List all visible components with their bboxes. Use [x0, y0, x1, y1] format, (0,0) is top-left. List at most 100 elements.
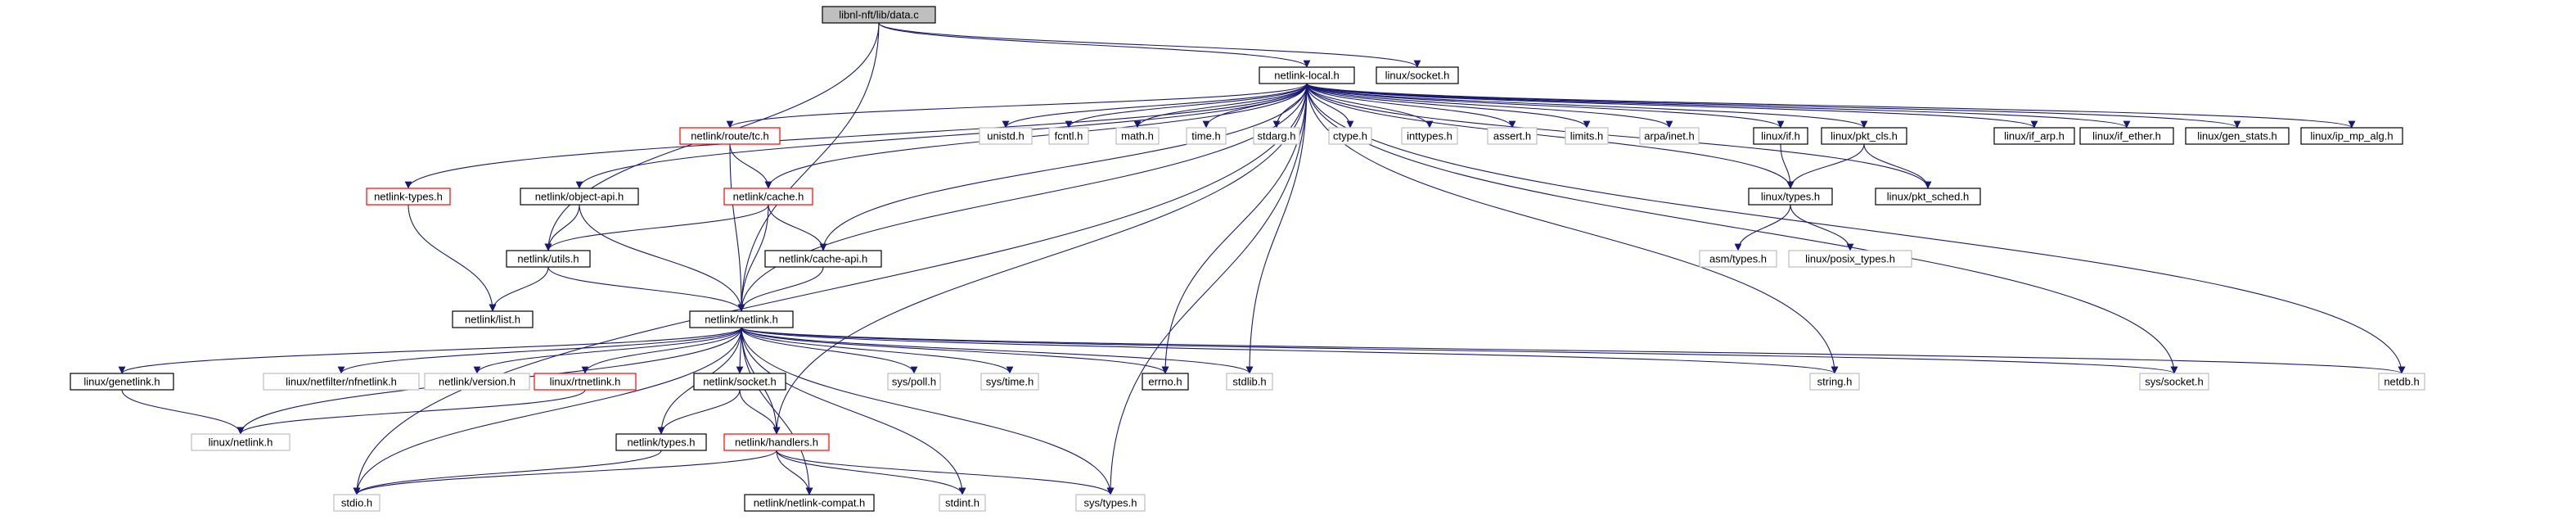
node-linux-if[interactable]: linux/if.h: [1753, 127, 1808, 145]
edge-netlink_local-to-ctype: [1306, 83, 1354, 129]
node-errno[interactable]: errno.h: [1142, 373, 1189, 391]
node-stdio: stdio.h: [333, 494, 381, 512]
node-label: sys/poll.h: [892, 375, 936, 387]
edge-netlink_local-to-netlink_object_api: [575, 83, 1308, 189]
node-string: string.h: [1809, 373, 1860, 391]
node-netlink-netlink[interactable]: netlink/netlink.h: [689, 310, 794, 328]
edge-netlink_local-to-sys_socket: [1306, 83, 2178, 374]
node-linux-socket[interactable]: linux/socket.h: [1376, 66, 1459, 84]
edge-netlink_local-to-arpa_inet: [1306, 83, 1673, 129]
edge-netlink_local-to-stdio: [353, 83, 1308, 495]
edge-netlink_netlink-to-linux_rtnetlink: [581, 327, 742, 374]
node-linux-rtnetlink[interactable]: linux/rtnetlink.h: [534, 373, 637, 391]
edge-netlink_local-to-string: [1306, 83, 1839, 374]
node-box: [1115, 127, 1160, 145]
edge-netlink_netlink-to-stdint: [741, 327, 966, 495]
node-netlink-version: netlink/version.h: [424, 373, 530, 391]
edge-netlink_local-to-linux_pkt_sched: [1306, 83, 1932, 189]
edge-netlink_local-to-limits: [1306, 83, 1591, 129]
node-label: netlink/netlink-compat.h: [754, 496, 866, 509]
node-label: string.h: [1817, 375, 1853, 387]
node-label: linux/netfilter/nfnetlink.h: [286, 375, 397, 387]
node-linux-pkt-cls[interactable]: linux/pkt_cls.h: [1821, 127, 1907, 145]
node-label: libnl-nft/lib/data.c: [839, 8, 919, 20]
node-box: [1565, 127, 1609, 145]
node-box: [693, 373, 786, 391]
node-box: [1142, 373, 1189, 391]
node-netlink-types-h[interactable]: netlink/types.h: [615, 433, 707, 451]
node-netlink-types[interactable]: netlink-types.h: [366, 188, 451, 206]
edge-netlink_local-to-netlink_cache: [764, 83, 1308, 189]
edge-netlink_local-to-netlink_route_tc: [726, 83, 1308, 129]
edge-netlink_local-to-math: [1133, 83, 1308, 129]
node-data-c[interactable]: libnl-nft/lib/data.c: [822, 6, 936, 24]
node-netlink-cache-api[interactable]: netlink/cache-api.h: [764, 250, 882, 268]
edge-netlink_local-to-linux_pkt_cls: [1306, 83, 1868, 129]
edge-netlink_local-to-linux_if_arp: [1306, 83, 2038, 129]
node-box: [723, 433, 830, 451]
edge-netlink_utils-to-netlink_list: [489, 266, 549, 312]
edge-linux_rtnetlink-to-linux_netlink: [236, 389, 586, 435]
node-netlink-handlers[interactable]: netlink/handlers.h: [723, 433, 830, 451]
edge-netlink_local-to-assert: [1306, 83, 1516, 129]
node-box: [1376, 66, 1459, 84]
node-sys-poll: sys/poll.h: [887, 373, 941, 391]
edge-netlink_route_tc-to-netlink_cache: [729, 143, 772, 189]
node-fcntl: fcntl.h: [1048, 127, 1089, 145]
edge-netlink_local-to-errno: [1161, 83, 1308, 374]
node-label: stdio.h: [341, 496, 372, 509]
node-box: [615, 433, 707, 451]
edge-netlink_cache-to-netlink_utils: [544, 204, 769, 251]
node-label: linux/genetlink.h: [83, 375, 160, 387]
node-linux-if-ether[interactable]: linux/if_ether.h: [2079, 127, 2174, 145]
edge-linux_types-to-linux_posix_types: [1790, 204, 1854, 251]
node-netlink-cache[interactable]: netlink/cache.h: [723, 188, 813, 206]
node-label: netlink/socket.h: [703, 375, 777, 387]
node-netlink-route-tc[interactable]: netlink/route/tc.h: [679, 127, 781, 145]
node-netlink-list[interactable]: netlink/list.h: [452, 310, 534, 328]
node-netlink-utils[interactable]: netlink/utils.h: [506, 250, 591, 268]
node-box: [1487, 127, 1538, 145]
edge-netlink_netlink-to-linux_genetlink: [118, 327, 742, 374]
node-linux-gen-stats[interactable]: linux/gen_stats.h: [2185, 127, 2290, 145]
node-label: asm/types.h: [1709, 252, 1767, 265]
edge-netlink_netlink-to-sys_types: [741, 327, 1115, 495]
edge-netlink_local-to-linux_gen_stats: [1306, 83, 2241, 129]
node-label: linux/pkt_sched.h: [1887, 190, 1969, 202]
node-label: math.h: [1121, 129, 1154, 142]
node-netlink-local[interactable]: netlink-local.h: [1259, 66, 1355, 84]
node-box: [2139, 373, 2209, 391]
edges-layer: [118, 22, 2406, 495]
node-label: linux/netlink.h: [209, 436, 273, 448]
node-label: netlink-local.h: [1274, 69, 1340, 81]
edge-netlink_netlink-to-sys_time: [741, 327, 1014, 374]
node-box: [679, 127, 781, 145]
node-stdint: stdint.h: [939, 494, 986, 512]
node-netlink-object-api[interactable]: netlink/object-api.h: [520, 188, 639, 206]
node-label: stdarg.h: [1258, 129, 1296, 142]
node-box: [1075, 494, 1146, 512]
node-limits: limits.h: [1565, 127, 1609, 145]
node-inttypes: inttypes.h: [1401, 127, 1458, 145]
node-label: netlink/netlink.h: [705, 313, 778, 325]
edge-netlink_types-to-netlink_list: [408, 204, 497, 312]
node-netlink-netlink-compat[interactable]: netlink/netlink-compat.h: [744, 494, 875, 512]
node-netlink-socket[interactable]: netlink/socket.h: [693, 373, 786, 391]
edge-netlink_netlink-to-errno: [741, 327, 1169, 374]
node-label: arpa/inet.h: [1644, 129, 1694, 142]
edge-netlink_local-to-netlink_types: [404, 83, 1308, 189]
node-label: linux/gen_stats.h: [2197, 129, 2277, 142]
node-linux-types[interactable]: linux/types.h: [1748, 188, 1833, 206]
node-box: [1253, 127, 1300, 145]
node-box: [1639, 127, 1700, 145]
edge-netlink_socket-to-netlink_handlers: [739, 389, 781, 435]
edge-netlink_local-to-fcntl: [1065, 83, 1308, 129]
edge-netlink_route_tc-to-netlink_netlink: [729, 143, 745, 312]
edge-linux_pkt_cls-to-linux_pkt_sched: [1863, 143, 1932, 189]
node-linux-ip-mp-alg[interactable]: linux/ip_mp_alg.h: [2300, 127, 2403, 145]
node-linux-if-arp[interactable]: linux/if_arp.h: [1993, 127, 2075, 145]
node-linux-genetlink[interactable]: linux/genetlink.h: [70, 373, 174, 391]
node-linux-pkt-sched[interactable]: linux/pkt_sched.h: [1875, 188, 1981, 206]
node-assert: assert.h: [1487, 127, 1538, 145]
